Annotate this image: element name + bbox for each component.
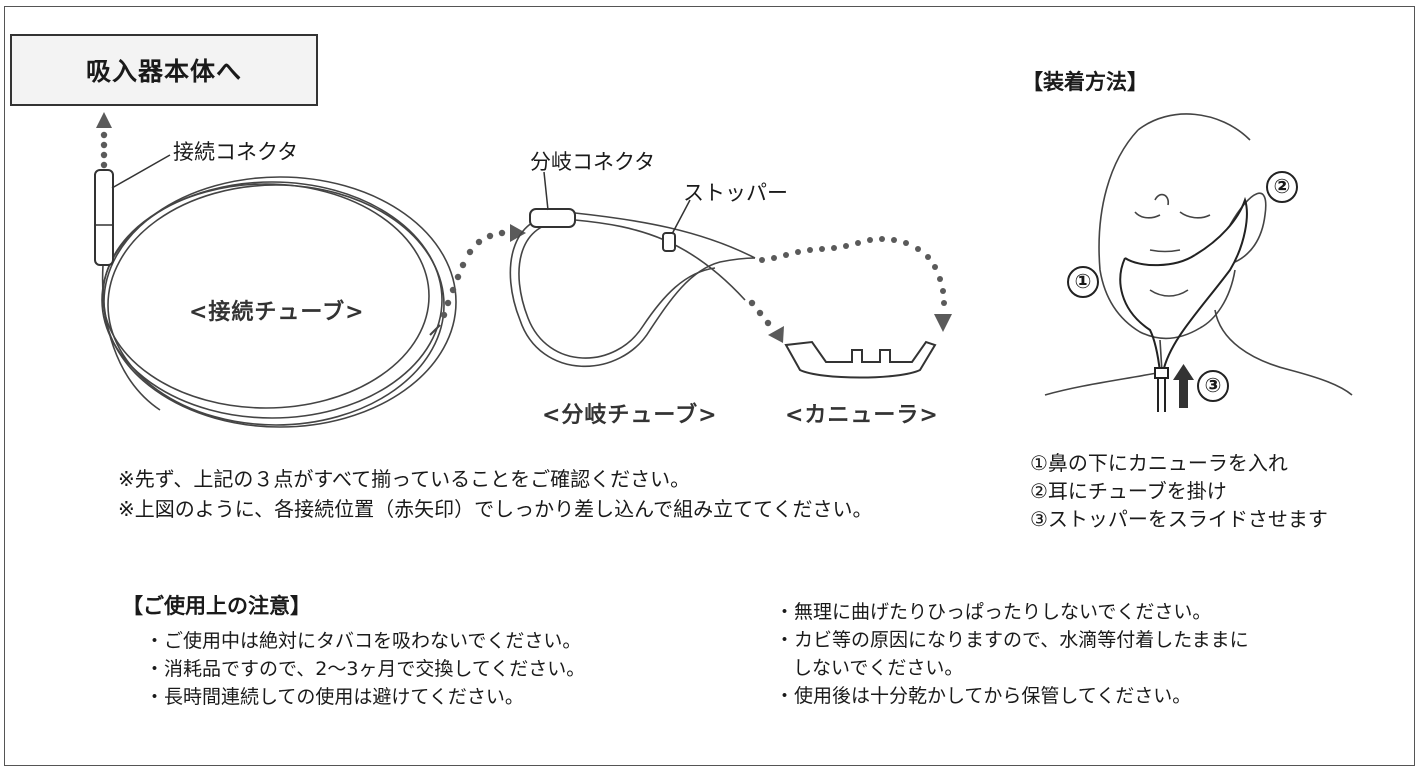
marker-2-text: ② — [1273, 174, 1291, 198]
cannula-shape — [784, 340, 937, 379]
face-cannula — [1119, 196, 1248, 412]
precaution-right-2-cont: しないでください。 — [793, 657, 964, 679]
face-illustration — [1044, 113, 1353, 396]
precaution-right-2: ・カビ等の原因になりますので、水滴等付着したままに — [775, 629, 1249, 651]
dotted-arrow-to-cannula-right — [759, 236, 952, 332]
marker-1-text: ① — [1074, 269, 1092, 293]
stopper-shape — [662, 232, 676, 252]
dotted-arrow-up — [96, 112, 112, 169]
note-line-2: ※上図のように、各接続位置（赤矢印）でしっかり差し込んで組み立ててください。 — [118, 497, 873, 521]
inhaler-destination-box: 吸入器本体へ — [10, 34, 318, 106]
wearing-step-2: ②耳にチューブを掛け — [1030, 479, 1227, 503]
marker-3-circle — [1197, 370, 1229, 402]
precaution-left-3: ・長時間連続しての使用は避けてください。 — [145, 686, 524, 708]
marker-2-circle — [1266, 171, 1298, 203]
branch-connector-shape — [529, 208, 576, 228]
wearing-step-1: ①鼻の下にカニューラを入れ — [1030, 451, 1288, 475]
page-frame — [4, 6, 1415, 766]
note-line-1: ※先ず、上記の３点がすべて揃っていることをご確認ください。 — [118, 467, 691, 491]
precaution-left-2: ・消耗品ですので、2〜3ヶ月で交換してください。 — [145, 658, 586, 680]
connector-label: 接続コネクタ — [173, 140, 299, 164]
stopper-up-arrow-icon — [1173, 364, 1194, 408]
wearing-step-3: ③ストッパーをスライドさせます — [1030, 507, 1328, 531]
precaution-right-3: ・使用後は十分乾かしてから保管してください。 — [775, 685, 1192, 707]
branch-tube-caption: <分岐チューブ> — [542, 403, 718, 428]
stopper-label: ストッパー — [683, 181, 788, 205]
branch-tube — [509, 212, 756, 368]
cannula-caption: <カニューラ> — [785, 403, 939, 428]
destination-label: 吸入器本体へ — [85, 57, 242, 86]
connect-connector-shape — [94, 169, 114, 266]
wearing-title: 【装着方法】 — [1022, 70, 1148, 94]
branch-connector-label: 分岐コネクタ — [530, 150, 656, 174]
precaution-right-1: ・無理に曲げたりひっぱったりしないでください。 — [775, 601, 1212, 623]
precautions-title: 【ご使用上の注意】 — [122, 594, 311, 618]
marker-1-circle — [1067, 266, 1099, 298]
dotted-arrow-to-cannula-left — [748, 299, 784, 343]
marker-3-text: ③ — [1204, 373, 1222, 397]
dotted-arrow-to-branch — [440, 224, 526, 319]
connect-tube-caption: <接続チューブ> — [189, 300, 365, 325]
precaution-left-1: ・ご使用中は絶対にタバコを吸わないでください。 — [145, 630, 582, 652]
